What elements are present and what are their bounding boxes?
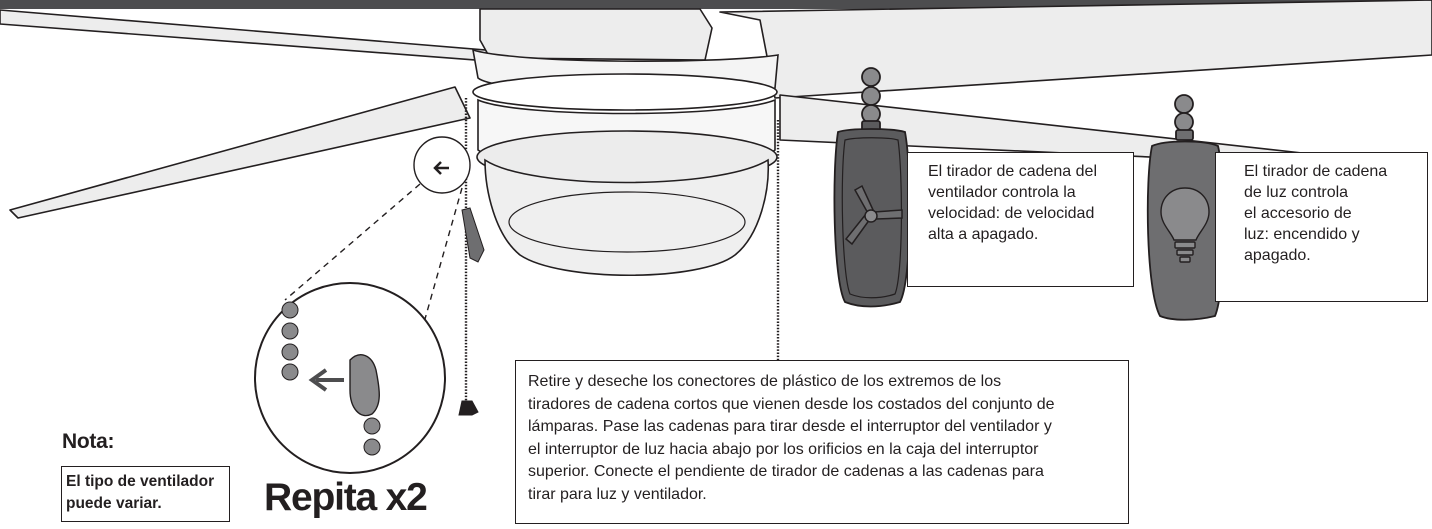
detail-magnifier	[254, 136, 471, 474]
blade-left	[9, 86, 471, 219]
note-title: Nota:	[62, 430, 115, 453]
instructions-box: Retire y deseche los conectores de plást…	[515, 360, 1129, 524]
arrow-left-icon	[308, 368, 344, 392]
light-chain-text: El tirador de cadena de luz controla el …	[1244, 163, 1388, 264]
light-pendant	[1146, 94, 1225, 321]
fan-pendant	[833, 67, 911, 308]
blade-right	[719, 0, 1432, 99]
light-bulb-icon	[1160, 187, 1210, 263]
instructions-text: Retire y deseche los conectores de plást…	[528, 373, 1055, 503]
repeat-label: Repita x2	[264, 476, 428, 519]
fan-chain-text: El tirador de cadena del ventilador cont…	[928, 163, 1097, 243]
chain-tassel	[458, 400, 479, 416]
short-chain-connector	[461, 207, 485, 263]
arrow-left-icon	[433, 161, 449, 175]
light-chain-callout: El tirador de cadena de luz controla el …	[1215, 152, 1428, 302]
blade-top-center	[479, 8, 713, 61]
header-band	[0, 0, 1432, 9]
note-text: El tipo de ventilador puede variar.	[66, 473, 215, 512]
fan-blades-icon	[844, 184, 903, 246]
motor-housing	[471, 48, 779, 277]
fan-chain-callout: El tirador de cadena del ventilador cont…	[907, 152, 1134, 287]
blade-top-left	[0, 9, 516, 64]
note-box: El tipo de ventilador puede variar.	[61, 466, 230, 522]
